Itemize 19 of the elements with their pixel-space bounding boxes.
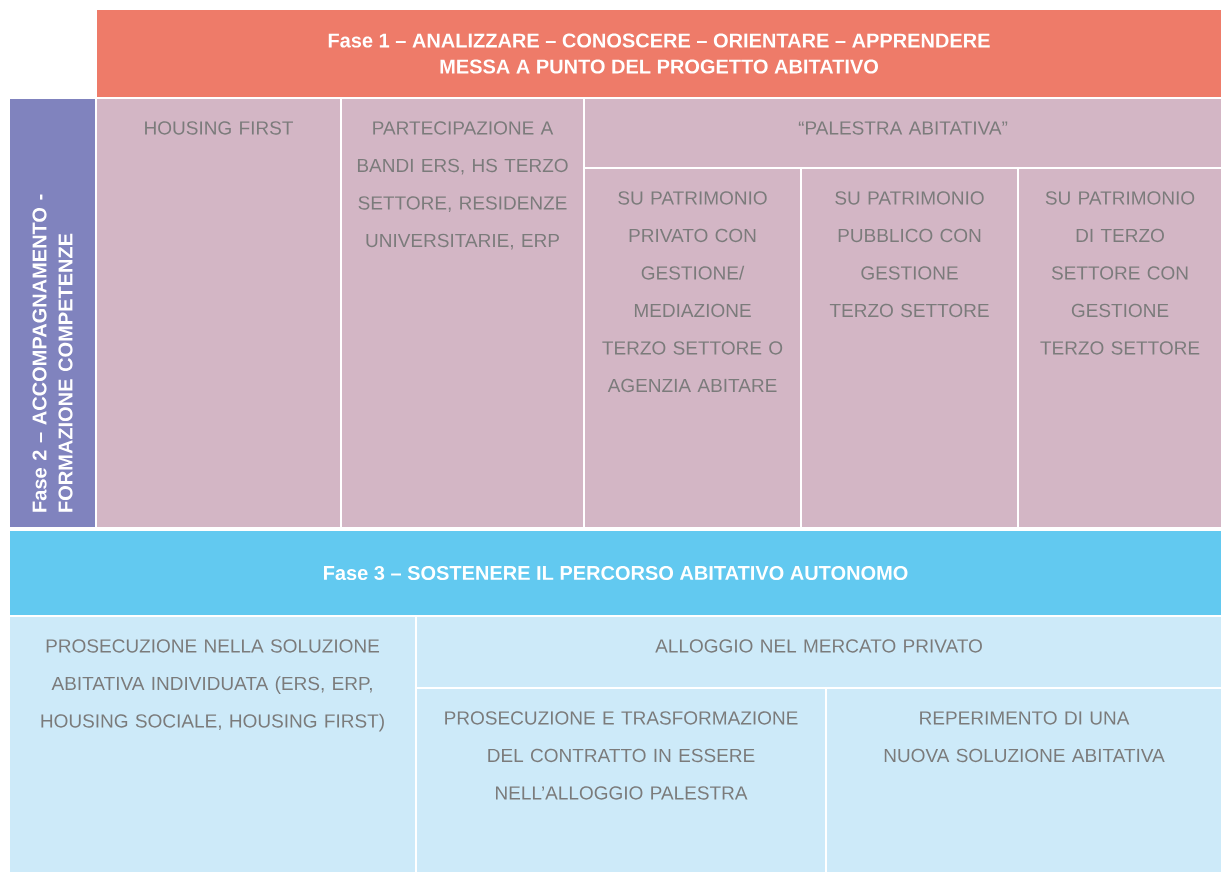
table-cell: HOUSING FIRST: [95, 97, 342, 529]
table-cell: REPERIMENTO DI UNA NUOVA SOLUZIONE ABITATIVA: [825, 687, 1221, 872]
node-label: PROSECUZIONE NELLA SOLUZIONE ABITATIVA INDIVIDUATA (ERS, ERP, HOUSING SOCIALE, HOUSING FIRST): [41, 639, 384, 732]
node-label: ALLOGGIO NEL MERCATO PRIVATO: [655, 639, 982, 653]
phase-banner: Fase 2 – ACCOMPAGNAMENTO - FORMAZIONE COMPETENZE: [8, 97, 97, 529]
table-cell: SU PATRIMONIO PRIVATO CON GESTIONE/ MEDIAZIONE TERZO SETTORE O AGENZIA ABITARE: [583, 167, 802, 529]
table-cell: PROSECUZIONE NELLA SOLUZIONE ABITATIVA INDIVIDUATA (ERS, ERP, HOUSING SOCIALE, HOUSING FIRST): [8, 615, 417, 872]
node-label: “PALESTRA ABITATIVA”: [798, 121, 1008, 135]
table-cell: SU PATRIMONIO PUBBLICO CON GESTIONE TERZO SETTORE: [800, 167, 1019, 529]
node-label: SU PATRIMONIO DI TERZO SETTORE CON GESTIONE TERZO SETTORE: [1040, 191, 1200, 355]
node-label: PROSECUZIONE E TRASFORMAZIONE DEL CONTRATTO IN ESSERE NELL’ALLOGGIO PALESTRA: [445, 711, 798, 800]
table-cell: PROSECUZIONE E TRASFORMAZIONE DEL CONTRATTO IN ESSERE NELL’ALLOGGIO PALESTRA: [415, 687, 827, 872]
table-cell: ALLOGGIO NEL MERCATO PRIVATO: [415, 615, 1221, 689]
node-label: REPERIMENTO DI UNA NUOVA SOLUZIONE ABITATIVA: [884, 711, 1165, 763]
phase-banner: Fase 1 – ANALIZZARE – CONOSCERE – ORIENTARE – APPRENDERE MESSA A PUNTO DEL PROGETTO ABITATIVO: [95, 8, 1221, 99]
table-cell: “PALESTRA ABITATIVA”: [583, 97, 1221, 169]
table-cell: PARTECIPAZIONE A BANDI ERS, HS TERZO SETTORE, RESIDENZE UNIVERSITARIE, ERP: [340, 97, 585, 529]
table-cell: SU PATRIMONIO DI TERZO SETTORE CON GESTIONE TERZO SETTORE: [1017, 167, 1221, 529]
phase-banner: Fase 3 – SOSTENERE IL PERCORSO ABITATIVO AUTONOMO: [8, 529, 1221, 617]
